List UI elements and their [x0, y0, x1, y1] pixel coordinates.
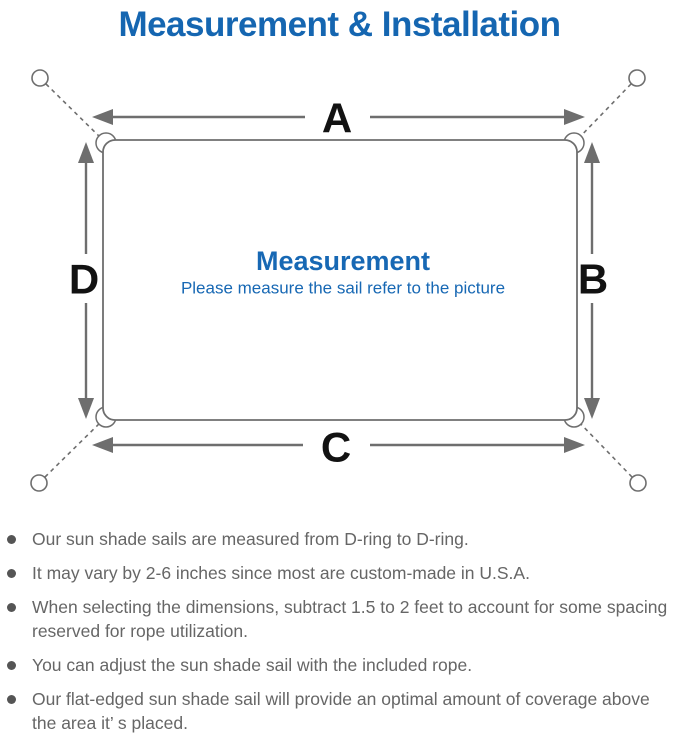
bullet-icon: [7, 535, 16, 544]
list-item: You can adjust the sun shade sail with t…: [7, 653, 677, 677]
anchor-point-circle-top-left: [31, 69, 49, 87]
bullet-icon: [7, 603, 16, 612]
dimension-label-a: A: [322, 95, 352, 142]
notes-list: Our sun shade sails are measured from D-…: [0, 527, 679, 735]
note-text: It may vary by 2-6 inches since most are…: [32, 563, 530, 583]
page-title: Measurement & Installation: [118, 5, 561, 44]
arrowhead-a-left: [92, 109, 113, 125]
list-item: When selecting the dimensions, subtract …: [7, 595, 677, 643]
anchor-points: [30, 69, 647, 492]
note-text: Our flat-edged sun shade sail will provi…: [32, 689, 650, 733]
list-item: Our flat-edged sun shade sail will provi…: [7, 687, 677, 735]
anchor-point-circle-bottom-left: [30, 474, 48, 492]
list-item: It may vary by 2-6 inches since most are…: [7, 561, 677, 585]
arrowhead-a-right: [564, 109, 585, 125]
dimension-arrow-a: [92, 109, 585, 125]
list-item: Our sun shade sails are measured from D-…: [7, 527, 677, 551]
note-text: You can adjust the sun shade sail with t…: [32, 655, 473, 675]
dimension-arrow-b: [584, 142, 600, 419]
dimension-arrow-c: [92, 437, 585, 453]
arrowhead-b-bottom: [584, 398, 600, 419]
anchor-point-circle-top-right: [628, 69, 646, 87]
note-text: When selecting the dimensions, subtract …: [32, 597, 668, 641]
tether-dashed-line-bottom-left: [44, 416, 107, 478]
shade-sail-outline: [102, 139, 578, 421]
dimension-arrow-d: [78, 142, 94, 419]
tether-lines: [44, 83, 633, 478]
dimension-label-d: D: [69, 256, 99, 303]
arrowhead-b-top: [584, 142, 600, 163]
arrowhead-d-bottom: [78, 398, 94, 419]
tether-dashed-line-top-left: [45, 83, 107, 144]
bullet-icon: [7, 569, 16, 578]
arrowhead-d-top: [78, 142, 94, 163]
anchor-point-circle-bottom-right: [629, 474, 647, 492]
sail-measurement-diagram: A C D B Measurement Please measure the s…: [30, 69, 647, 492]
dimension-label-c: C: [321, 424, 351, 471]
tether-dashed-line-top-right: [573, 83, 632, 144]
arrowhead-c-left: [92, 437, 113, 453]
bullet-icon: [7, 661, 16, 670]
tether-dashed-line-bottom-right: [573, 416, 633, 478]
dimension-label-b: B: [578, 256, 608, 303]
bullet-icon: [7, 695, 16, 704]
note-text: Our sun shade sails are measured from D-…: [32, 529, 469, 549]
arrowhead-c-right: [564, 437, 585, 453]
diagram-center-title: Measurement: [256, 246, 430, 276]
diagram-center-subtitle: Please measure the sail refer to the pic…: [181, 279, 505, 298]
